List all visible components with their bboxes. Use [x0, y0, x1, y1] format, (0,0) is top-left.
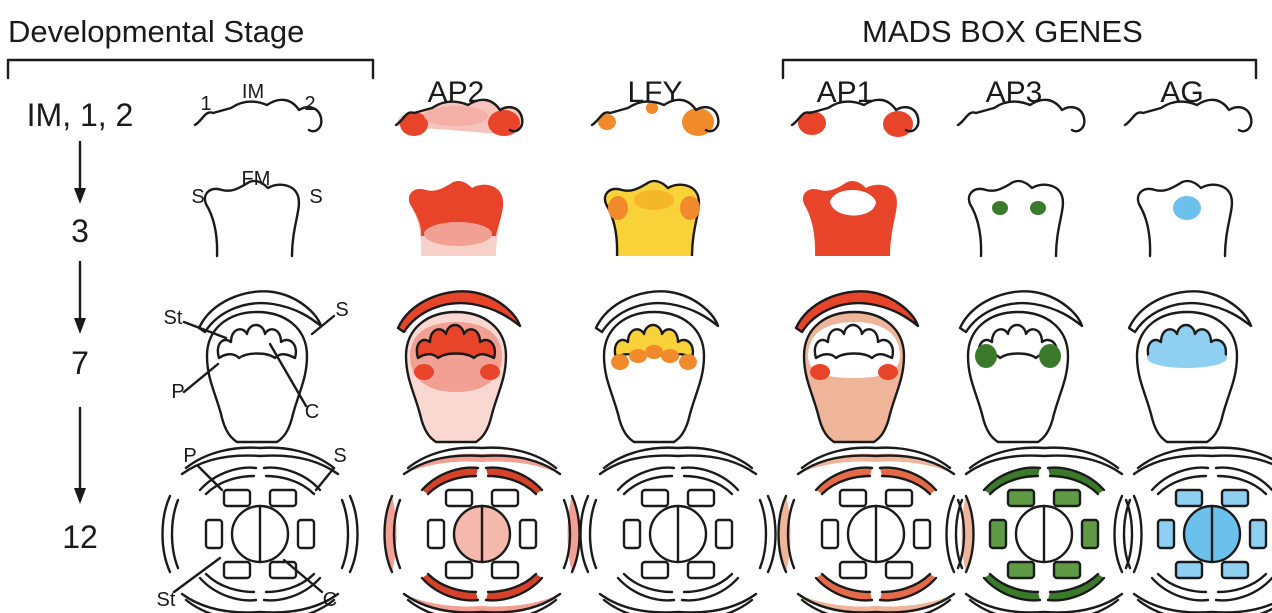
schematic-stage-7: [199, 291, 321, 442]
lfy-stage-3: [605, 181, 700, 256]
pointer-line: [174, 558, 220, 592]
stage-label-12: 12: [62, 519, 98, 555]
ag-stage-7: [1129, 291, 1251, 442]
lfy-stage-im-1-2: [592, 100, 718, 136]
ap1-stage-7: [796, 291, 918, 442]
ap2-stage-im-1-2: [396, 100, 522, 136]
stage-arrow: [74, 142, 86, 204]
ag-stage-3: [1138, 181, 1232, 256]
label-1: 1: [200, 93, 211, 115]
pointer-line: [198, 466, 222, 490]
developmental-stage-bracket: [8, 60, 373, 78]
ap3-stage-3: [969, 181, 1063, 256]
label-p: P: [183, 445, 196, 467]
pointer-line: [316, 468, 334, 490]
label-st: St: [164, 307, 183, 329]
lfy-stage-12: [581, 448, 776, 613]
stage-arrow: [74, 262, 86, 334]
stage-label-im-1-2: IM, 1, 2: [27, 97, 134, 133]
label-s-left: S: [191, 186, 204, 208]
schematic-stage-im-1-2: [195, 100, 321, 131]
schematic-column: IM 1 2 FM S S St S P C P S St C: [157, 81, 358, 613]
label-c: C: [305, 401, 319, 423]
ap2-stage-7: [398, 291, 520, 442]
ap3-stage-12: [947, 448, 1142, 613]
stage-column: IM, 1, 2 3 7 12: [27, 97, 134, 555]
ap2-stage-12: [385, 448, 580, 613]
stage-label-7: 7: [71, 345, 89, 381]
mads-box-genes-title: MADS BOX GENES: [862, 14, 1143, 49]
label-s: S: [335, 299, 348, 321]
ag-stage-12: [1115, 448, 1272, 613]
label-s-right: S: [309, 186, 322, 208]
ap3-stage-7: [960, 291, 1082, 442]
label-2: 2: [304, 93, 315, 115]
label-p: P: [171, 381, 184, 403]
ap2-stage-3: [409, 181, 503, 256]
lfy-stage-7: [596, 291, 718, 442]
stage-arrow: [74, 408, 86, 504]
label-fm: FM: [242, 168, 271, 190]
label-c: C: [323, 589, 337, 611]
ap1-stage-12: [779, 448, 974, 613]
stage-label-3: 3: [71, 213, 89, 249]
label-s: S: [333, 445, 346, 467]
schematic-stage-3: [205, 181, 299, 256]
developmental-stage-title: Developmental Stage: [8, 14, 304, 49]
label-im: IM: [242, 81, 264, 103]
ap1-stage-3: [803, 181, 897, 256]
